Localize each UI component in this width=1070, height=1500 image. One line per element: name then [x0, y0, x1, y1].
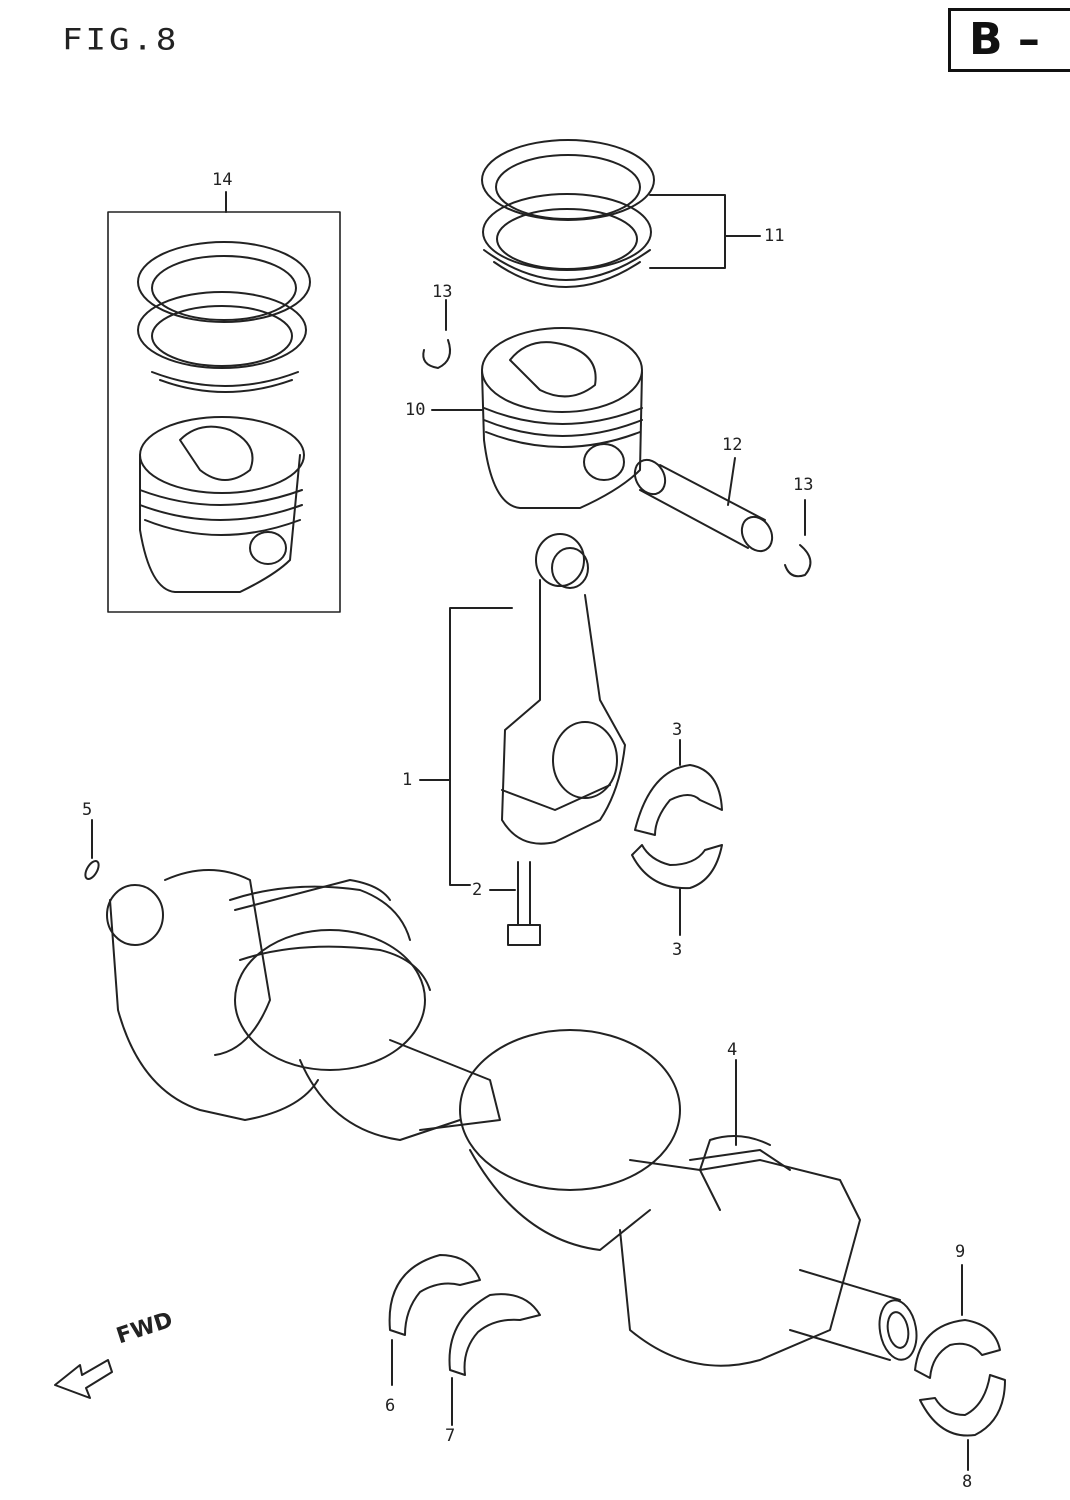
callout-5: 5: [82, 800, 93, 820]
piston-kit-box: [108, 192, 340, 612]
piston-rings: [482, 140, 760, 287]
piston-pin: [629, 454, 778, 556]
con-rod-bearings: [632, 740, 722, 935]
crankshaft: [107, 870, 921, 1366]
con-rod-bolt: [490, 862, 540, 945]
callout-14: 14: [212, 170, 233, 190]
section-badge: B –: [948, 8, 1070, 72]
callout-1: 1: [402, 770, 413, 790]
callout-13a: 13: [432, 282, 453, 302]
callout-3a: 3: [672, 720, 683, 740]
thrust-washer-right: [450, 1294, 541, 1425]
main-bearing-lower: [920, 1375, 1005, 1470]
circlip-left: [423, 300, 450, 368]
circlip-right: [785, 500, 810, 576]
forward-arrow-icon: [55, 1360, 112, 1398]
figure-title: FIG.8: [62, 23, 180, 57]
callout-2: 2: [472, 880, 483, 900]
callout-11: 11: [764, 226, 785, 246]
thrust-washer-left: [390, 1255, 480, 1385]
callout-13b: 13: [793, 475, 814, 495]
connecting-rod: [420, 534, 625, 885]
callout-3b: 3: [672, 940, 683, 960]
woodruff-key: [83, 820, 102, 881]
main-bearing-upper: [915, 1265, 1000, 1378]
callout-10: 10: [405, 400, 426, 420]
callout-9: 9: [955, 1242, 966, 1262]
callout-6: 6: [385, 1396, 396, 1416]
callout-4: 4: [727, 1040, 738, 1060]
piston: [432, 328, 642, 508]
callout-7: 7: [445, 1426, 456, 1446]
callout-8: 8: [962, 1472, 973, 1492]
callout-12: 12: [722, 435, 743, 455]
